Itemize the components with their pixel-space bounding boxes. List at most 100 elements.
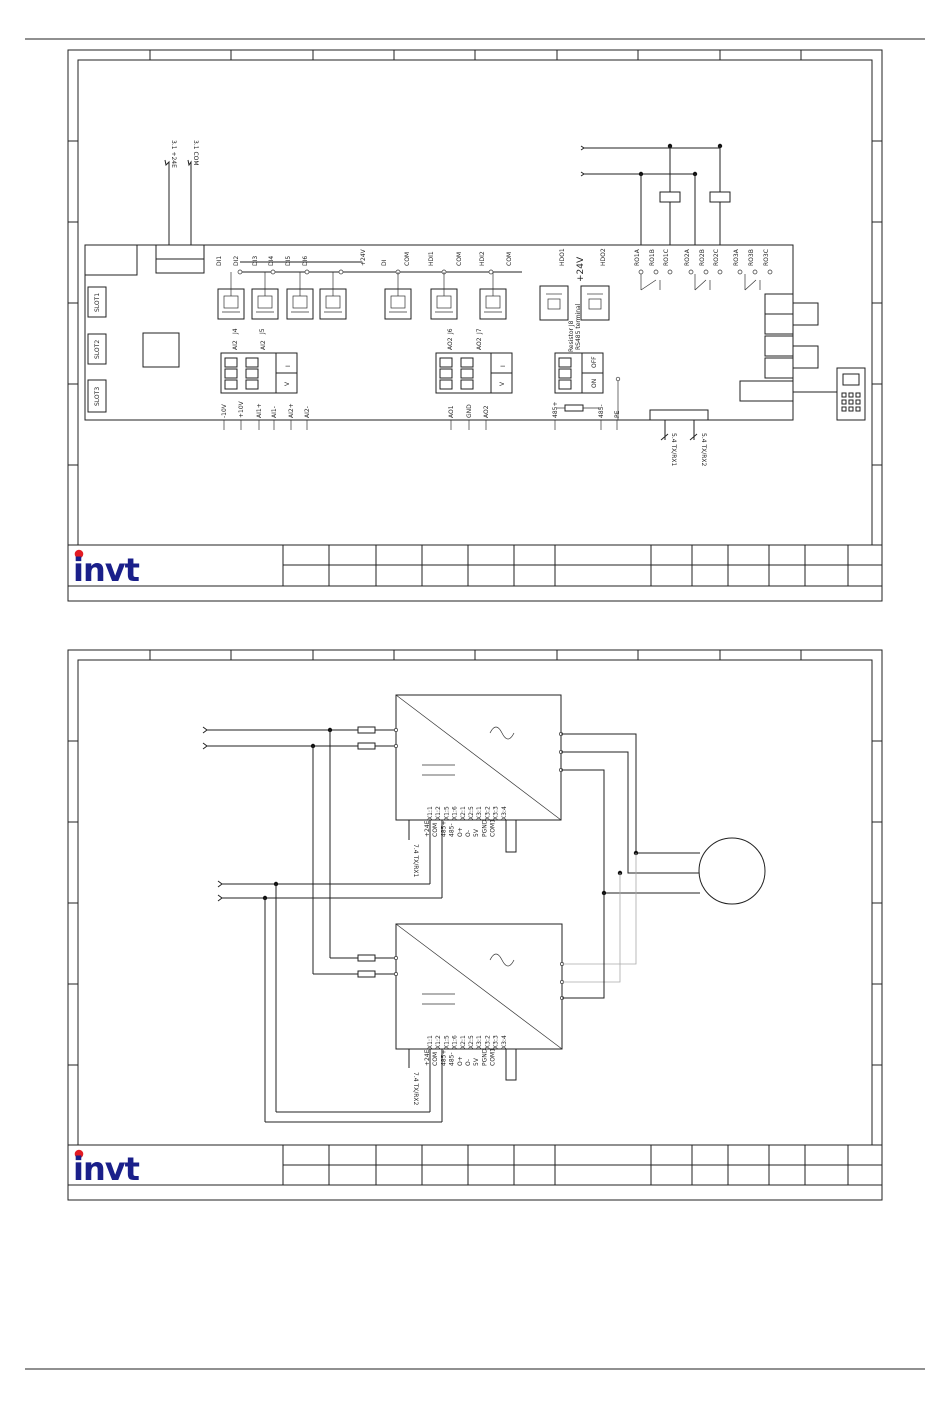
drive-2-terminal-6: X3:1 xyxy=(476,1035,483,1049)
right-connectors xyxy=(739,293,838,402)
ai2-voltage-mode: V xyxy=(284,381,291,386)
invt-logo: invt xyxy=(73,549,141,589)
terminal-label-hdi1: HDI1 xyxy=(428,251,435,266)
relay-terminal-ro1c: RO1C xyxy=(663,249,670,266)
drive-1-sublabel-0: +24E xyxy=(424,820,431,837)
bottom-terminal-485: 485- xyxy=(598,404,605,418)
hdo-output-1 xyxy=(539,285,569,321)
termination-resistor xyxy=(564,404,584,412)
comm-label-s2-1: 7.4 TX/RX1 xyxy=(412,844,419,878)
terminal-label-di: DI xyxy=(381,259,388,266)
drive-1-sublabel-6: 5V xyxy=(473,828,480,837)
bottom-terminal-ao2: AO2 xyxy=(483,405,490,418)
drive-2-terminal-1: X1:2 xyxy=(435,1035,442,1049)
feed-label-24e: 3.1 +24E xyxy=(170,140,177,168)
drive-1-sublabel-3: 485- xyxy=(449,823,456,837)
bottom-terminal-ai1: AI1+ xyxy=(256,403,263,418)
bottom-terminal-10v: +10V xyxy=(238,400,245,418)
drive-2-sublabel-6: 5V xyxy=(473,1057,480,1066)
drive-1-sublabel-2: 485+ xyxy=(440,821,447,837)
motor-icon xyxy=(698,837,766,905)
terminal-label-com: COM xyxy=(404,252,411,266)
drive-2-terminal-3: X1:6 xyxy=(452,1035,459,1049)
power-connector xyxy=(155,244,205,260)
terminal-label-di6: DI6 xyxy=(302,256,309,266)
ao2-label-b: AO2 xyxy=(476,337,483,350)
ao2-current-mode: I xyxy=(500,365,507,367)
relay-terminal-ro1b: RO1B xyxy=(649,249,656,266)
mains-supply xyxy=(202,726,396,978)
drive-1-terminal-8: X3:3 xyxy=(493,806,500,820)
bottom-terminal-ai2: AI2- xyxy=(304,406,311,418)
drive-2-sublabel-7: PGND xyxy=(481,1048,488,1066)
slot-3-label: SLOT3 xyxy=(94,387,101,406)
keypad-key xyxy=(848,399,854,405)
terminal-label-24v: +24V xyxy=(360,248,367,266)
relay-terminal-ro2a: RO2A xyxy=(684,248,691,266)
keypad-key xyxy=(855,406,861,412)
sheet-2-title-block xyxy=(68,1144,882,1186)
keypad-key xyxy=(841,392,847,398)
power-connector-lower xyxy=(155,258,205,274)
drive-2-sublabel-2: 485+ xyxy=(440,1050,447,1066)
jumper-j5: J5 xyxy=(259,328,266,335)
keypad-key xyxy=(855,392,861,398)
jumper-j8: Resistor J8 xyxy=(568,320,575,352)
relay-coil-2 xyxy=(709,191,731,203)
keypad-key xyxy=(848,392,854,398)
ao2-voltage-mode: V xyxy=(499,381,506,386)
drive-1-sublabel-8: COM1 xyxy=(490,819,497,837)
relay-terminal-ro3a: RO3A xyxy=(733,248,740,266)
relay-terminal-ro2b: RO2B xyxy=(699,249,706,266)
keypad-key xyxy=(848,406,854,412)
slot-2: SLOT2 xyxy=(87,333,107,365)
drive-1-terminal-9: X3:4 xyxy=(501,806,508,820)
drive-1-terminal-4: X2:1 xyxy=(460,806,467,820)
bottom-terminal-485: 485+ xyxy=(552,402,559,418)
brand-logo-text: invt xyxy=(73,551,140,589)
drive-2 xyxy=(394,923,564,1050)
terminal-label-hdi2: HDI2 xyxy=(479,251,486,266)
relay-terminal-ro2c: RO2C xyxy=(713,249,720,266)
board-block xyxy=(84,244,138,276)
plus-24v-label: +24V xyxy=(576,256,586,282)
bottom-terminal-ai2: AI2+ xyxy=(288,403,295,418)
comm-label-1: 5.4 TX/RX1 xyxy=(670,433,677,467)
feed-label-com: 3.1 COM xyxy=(192,140,199,166)
drive-2-terminal-0: X1:1 xyxy=(427,1035,434,1049)
terminal-label-com: COM xyxy=(456,252,463,266)
drive-1-terminal-7: X3:2 xyxy=(484,806,491,820)
drive-1-terminal-1: X1:2 xyxy=(435,806,442,820)
control-supply: 7.4 TX/RX1 7.4 TX/RX2 xyxy=(217,820,517,1123)
bottom-terminal-gnd: GND xyxy=(466,404,473,418)
invt-logo-2: invt xyxy=(73,1149,141,1188)
sheet-2-grid-ticks xyxy=(68,650,882,1066)
keypad-key xyxy=(841,406,847,412)
relay-contact-1 xyxy=(640,274,661,291)
drive-2-terminal-2: X1:5 xyxy=(443,1035,450,1049)
drive-2-terminal-8: X3:3 xyxy=(493,1035,500,1049)
j8-off-label: OFF xyxy=(591,356,598,368)
bottom-terminal-pe: PE xyxy=(614,410,621,418)
drive-1-terminal-5: X2:5 xyxy=(468,806,475,820)
keypad-key xyxy=(855,399,861,405)
terminal-label-di5: DI5 xyxy=(285,256,292,266)
drive-1-terminal-2: X1:5 xyxy=(443,806,450,820)
relay-terminal-ro3c: RO3C xyxy=(763,249,770,266)
motor-wiring xyxy=(561,733,766,999)
drive-2-terminal-9: X3:4 xyxy=(501,1035,508,1049)
drive-2-sublabel-1: COM xyxy=(432,1052,439,1066)
drive-2-sublabel-3: 485- xyxy=(449,1052,456,1066)
drive-2-terminal-7: X3:2 xyxy=(484,1035,491,1049)
relay-terminal-ro3b: RO3B xyxy=(748,249,755,266)
drive-2-terminal-5: X2:5 xyxy=(468,1035,475,1049)
slot-3: SLOT3 xyxy=(87,379,107,413)
terminal-label-hdo2: HDO2 xyxy=(600,248,607,266)
aux-24v-feed: 3.1 +24E 3.1 COM xyxy=(164,140,199,245)
drive-1-terminal-0: X1:1 xyxy=(427,806,434,820)
drive-2-sublabel-4: O+ xyxy=(457,1056,464,1066)
